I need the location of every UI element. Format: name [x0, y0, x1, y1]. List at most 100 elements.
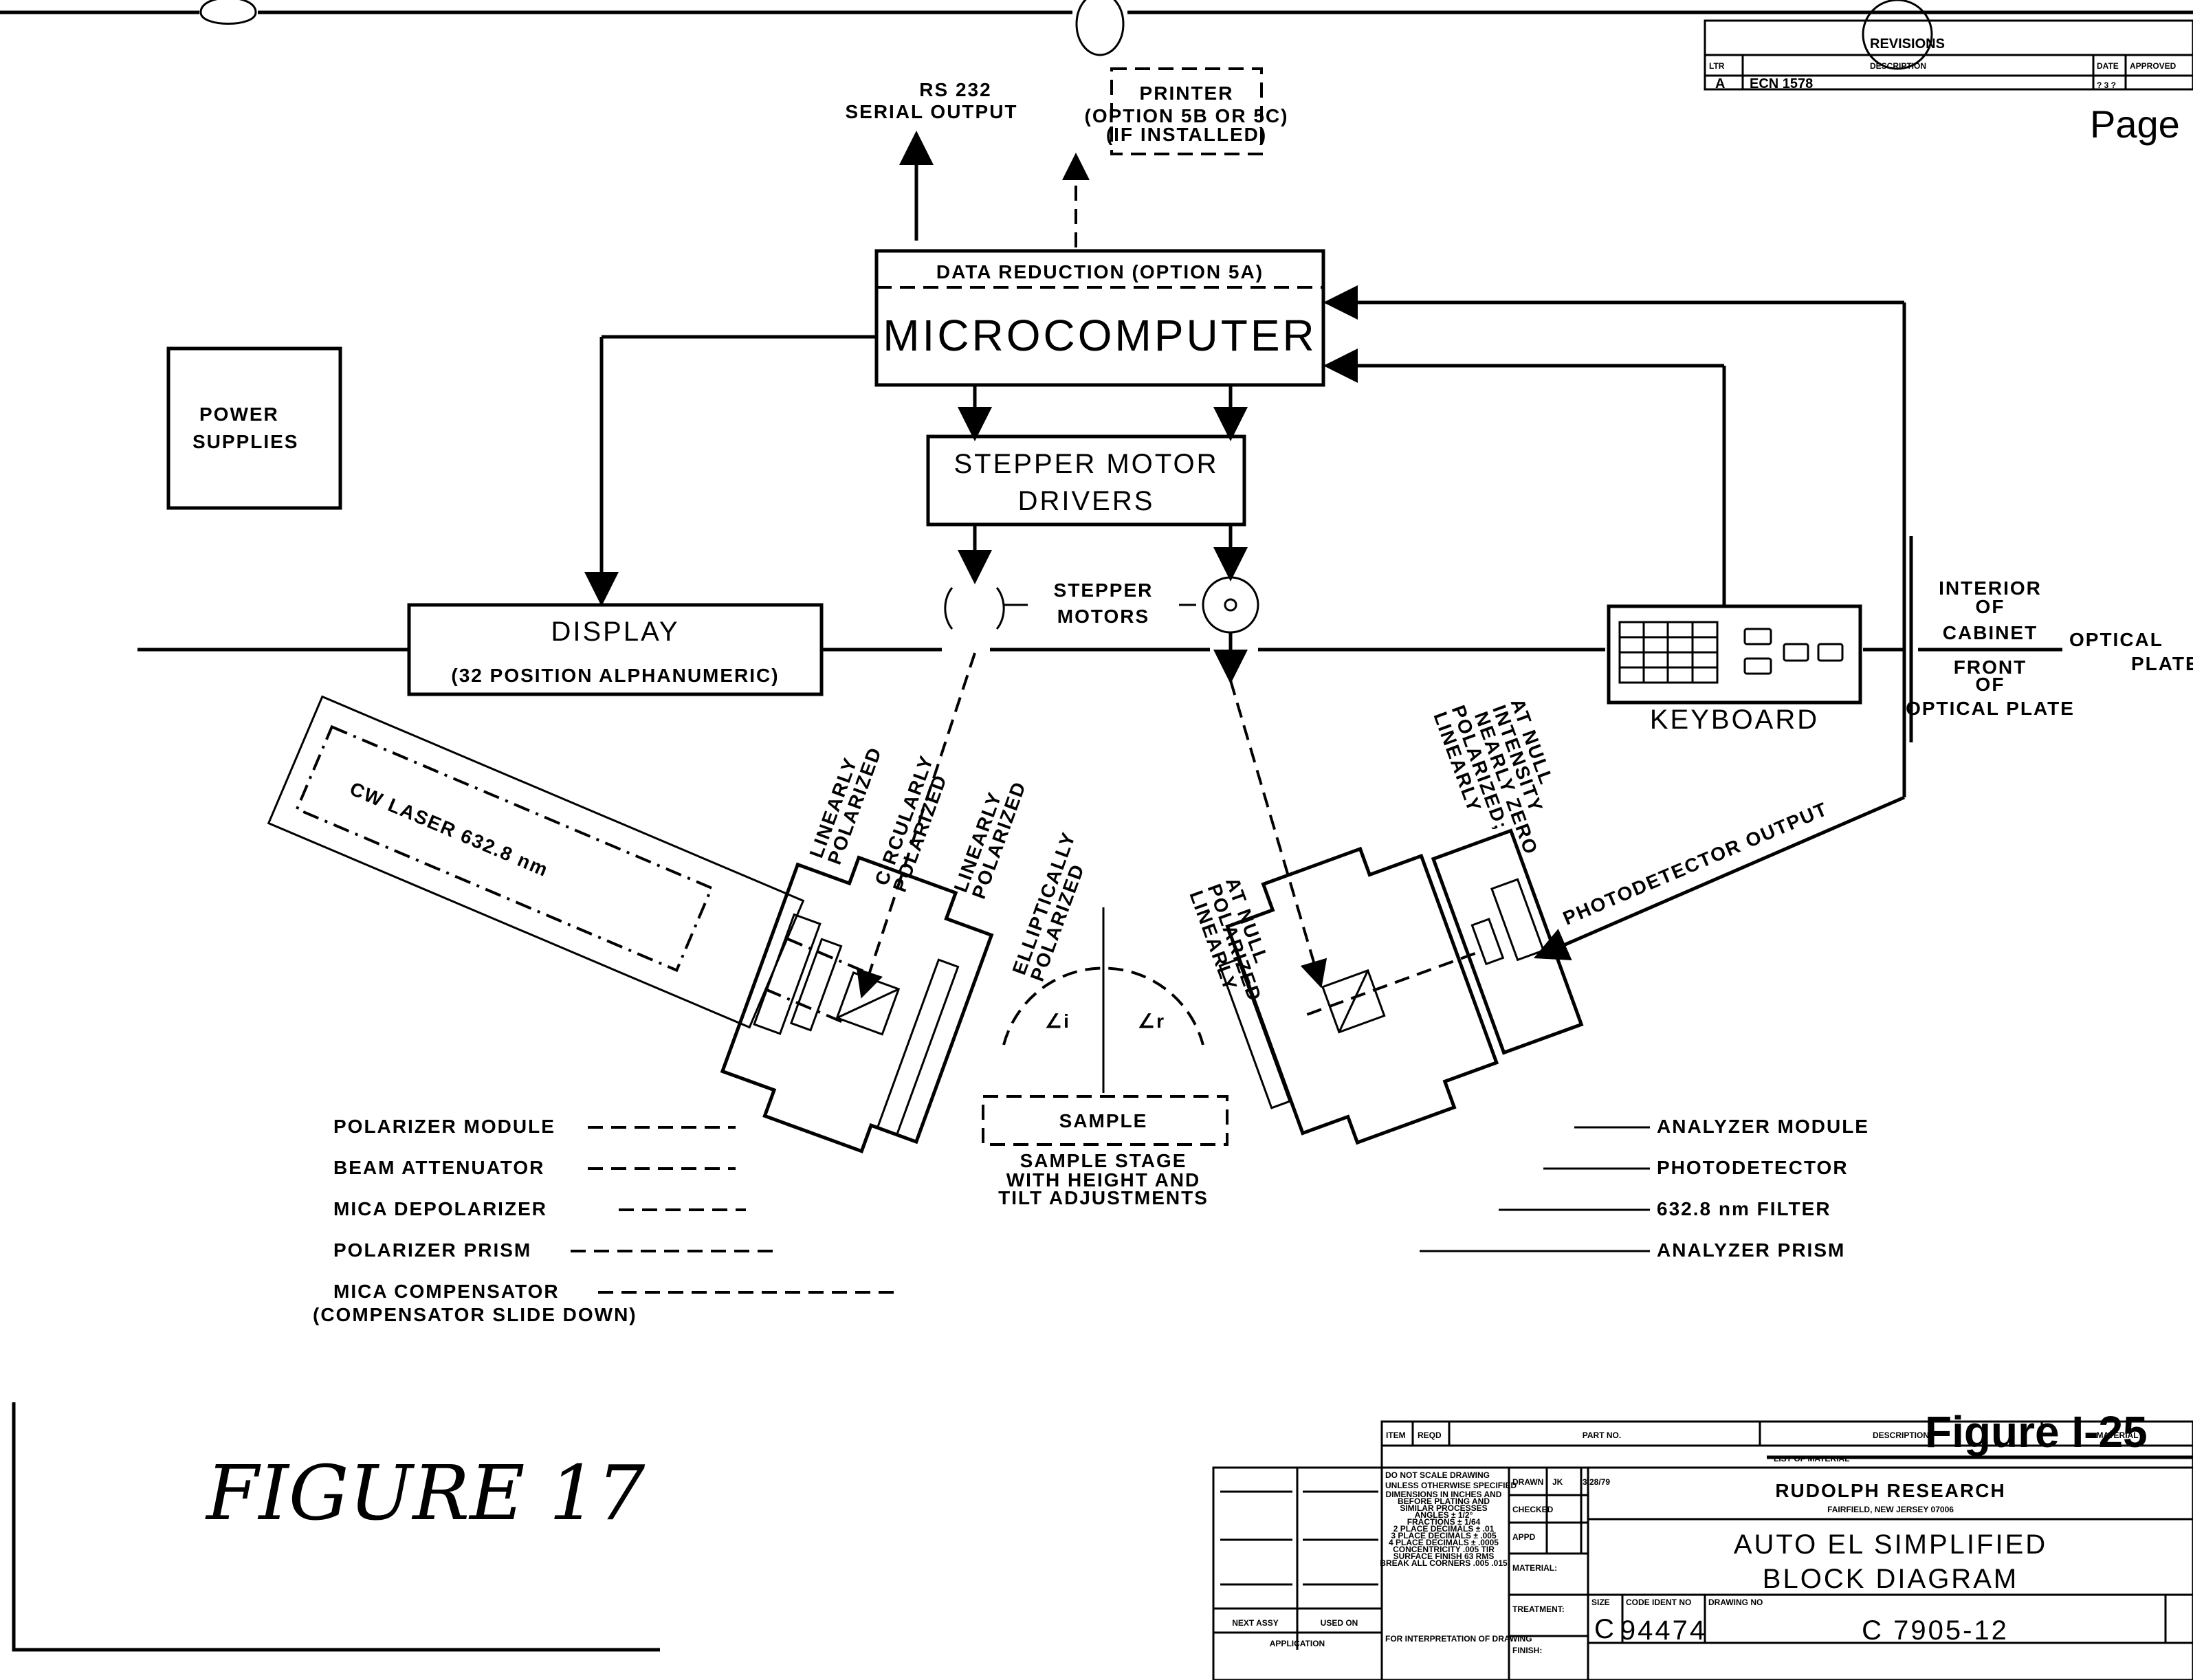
svg-text:FOR INTERPRETATION OF DRAWING: FOR INTERPRETATION OF DRAWING	[1385, 1634, 1532, 1644]
svg-text:OPTICAL PLATE: OPTICAL PLATE	[1906, 698, 2075, 719]
approved-label: APPD	[1512, 1532, 1536, 1542]
rev-header-date: DATE	[2097, 61, 2119, 71]
key-icon	[1783, 643, 1809, 662]
polarizer-module	[720, 855, 994, 1153]
svg-text:PRINTER: PRINTER	[1140, 82, 1234, 104]
filter-icon	[1470, 918, 1505, 966]
photodetector-icon	[1490, 878, 1545, 962]
printer-block: PRINTER (OPTION 5B OR 5C) (IF INSTALLED)	[1085, 67, 1289, 155]
size-value: C	[1594, 1614, 1616, 1644]
svg-text:SIMILAR PROCESSES: SIMILAR PROCESSES	[1400, 1503, 1487, 1513]
svg-text:UNLESS OTHERWISE SPECIFIED: UNLESS OTHERWISE SPECIFIED	[1385, 1481, 1517, 1490]
punch-hole-center	[1075, 0, 1125, 56]
svg-text:OF: OF	[1976, 674, 2005, 695]
bom-header-material: MATERIAL	[2096, 1430, 2138, 1440]
beam-dashed-left	[857, 652, 976, 999]
cabinet-labels: INTERIOR OF CABINET FRONT OF OPTICAL PLA…	[1906, 577, 2193, 719]
rev-row-date: ? 3 ?	[2097, 80, 2116, 90]
callout-filter: 632.8 nm FILTER	[1657, 1198, 1831, 1219]
svg-text:(32 POSITION ALPHANUMERIC): (32 POSITION ALPHANUMERIC)	[451, 665, 779, 686]
tolerance-note: DO NOT SCALE DRAWING UNLESS OTHERWISE SP…	[1380, 1470, 1532, 1644]
key-icon	[1817, 643, 1844, 662]
angle-incidence-label: ∠i	[1045, 1010, 1070, 1032]
optical-plate-line	[137, 536, 2062, 742]
keyboard-label: KEYBOARD	[1650, 705, 1819, 735]
svg-text:CABINET: CABINET	[1943, 622, 2038, 643]
photodetector-output-line	[1533, 795, 1905, 961]
rev-header-ltr: LTR	[1709, 61, 1725, 71]
svg-text:OPTICAL: OPTICAL	[2069, 629, 2163, 650]
svg-text:FRACTIONS ± 1/64: FRACTIONS ± 1/64	[1407, 1517, 1481, 1527]
drawn-by: JK	[1552, 1477, 1563, 1487]
beam-state-linear-1: LINEARLY POLARIZED	[806, 744, 886, 867]
code-ident-label: CODE IDENT NO	[1626, 1598, 1691, 1607]
left-callouts: POLARIZER MODULE BEAM ATTENUATOR MICA DE…	[313, 1116, 897, 1325]
callout-analyzer-prism: ANALYZER PRISM	[1657, 1239, 1845, 1261]
svg-text:WITH HEIGHT AND: WITH HEIGHT AND	[1006, 1169, 1201, 1191]
svg-text:SERIAL OUTPUT: SERIAL OUTPUT	[845, 101, 1017, 122]
svg-text:DISPLAY: DISPLAY	[551, 617, 680, 647]
drawing-no-value: C 7905-12	[1862, 1615, 2009, 1646]
svg-text:SAMPLE STAGE: SAMPLE STAGE	[1020, 1150, 1187, 1171]
svg-text:INTERIOR: INTERIOR	[1939, 577, 2042, 599]
code-ident-value: 94474	[1620, 1615, 1707, 1646]
finish-label: FINISH:	[1512, 1646, 1542, 1655]
callout-mica-depolarizer: MICA DEPOLARIZER	[333, 1198, 547, 1219]
drawing-title-line2: BLOCK DIAGRAM	[1763, 1564, 2018, 1594]
beam-state-elliptical: ELLIPTICALLY POLARIZED	[1009, 829, 1089, 984]
display-block: DISPLAY (32 POSITION ALPHANUMERIC)	[407, 603, 824, 696]
callout-polarizer-prism: POLARIZER PRISM	[333, 1239, 531, 1261]
figure-label: Figure I-25	[1925, 1407, 2148, 1457]
svg-text:(OPTION 5B OR 5C): (OPTION 5B OR 5C)	[1085, 105, 1289, 126]
svg-text:POWER: POWER	[199, 404, 279, 425]
svg-text:FRONT: FRONT	[1954, 656, 2027, 678]
svg-text:4 PLACE DECIMALS ± .0005: 4 PLACE DECIMALS ± .0005	[1389, 1538, 1499, 1547]
angle-reflection-label: ∠r	[1138, 1010, 1165, 1032]
drawn-date: 3/28/79	[1583, 1477, 1610, 1487]
power-supplies-block: POWER SUPPLIES	[166, 346, 342, 510]
rev-row-ltr: A	[1715, 76, 1725, 91]
beam-attenuator	[753, 913, 822, 1035]
analyzer-module	[1218, 828, 1584, 1145]
material-label: MATERIAL:	[1512, 1563, 1557, 1573]
rev-header-approved: APPROVED	[2130, 61, 2177, 71]
treatment-label: TREATMENT:	[1512, 1604, 1565, 1614]
callout-beam-attenuator: BEAM ATTENUATOR	[333, 1157, 544, 1178]
callout-photodetector: PHOTODETECTOR	[1657, 1157, 1849, 1178]
size-label: SIZE	[1591, 1598, 1610, 1607]
laser-assembly: CW LASER 632.8 nm	[267, 695, 864, 1029]
svg-text:CONCENTRICITY .005 TIR: CONCENTRICITY .005 TIR	[1393, 1545, 1495, 1554]
svg-text:BREAK ALL CORNERS .005 .015: BREAK ALL CORNERS .005 .015	[1380, 1558, 1508, 1568]
stepper-drivers-block: STEPPER MOTOR DRIVERS	[926, 434, 1246, 527]
page-label: Page I	[2090, 102, 2193, 146]
bom-header-reqd: REQD	[1418, 1430, 1442, 1440]
rs232-output-label: RS 232 SERIAL OUTPUT	[845, 79, 1017, 122]
drawing-title-line1: AUTO EL SIMPLIFIED	[1734, 1529, 2047, 1560]
punch-hole-right	[1862, 0, 1933, 70]
svg-text:(IF INSTALLED): (IF INSTALLED)	[1106, 124, 1267, 145]
svg-text:TILT ADJUSTMENTS: TILT ADJUSTMENTS	[998, 1187, 1209, 1208]
callout-mica-compensator: MICA COMPENSATOR	[333, 1281, 560, 1302]
beam-state-linear-2: LINEARLY POLARIZED	[950, 778, 1031, 902]
svg-text:STEPPER MOTOR: STEPPER MOTOR	[954, 449, 1219, 479]
svg-text:PLATE: PLATE	[2131, 653, 2193, 674]
svg-text:OF: OF	[1976, 596, 2005, 617]
beam-dashed-right	[1229, 680, 1327, 988]
svg-text:2 PLACE DECIMALS ± .01: 2 PLACE DECIMALS ± .01	[1393, 1524, 1495, 1534]
right-callouts: ANALYZER MODULE PHOTODETECTOR 632.8 nm F…	[1420, 1116, 1868, 1261]
microcomputer-label: MICROCOMPUTER	[883, 311, 1317, 360]
keypad-icon	[1618, 621, 1719, 684]
svg-text:SUPPLIES: SUPPLIES	[192, 431, 298, 452]
bom-header-description: DESCRIPTION	[1873, 1430, 1929, 1440]
key-icon	[1743, 628, 1772, 645]
application-label: APPLICATION	[1270, 1639, 1325, 1648]
svg-text:MOTORS: MOTORS	[1057, 606, 1149, 627]
analyzer-prism-icon	[1321, 969, 1386, 1034]
drawing-no-label: DRAWING NO	[1708, 1598, 1763, 1607]
punch-hole-left	[199, 0, 257, 25]
handwritten-figure-label: FIGURE 17	[205, 1449, 645, 1537]
svg-text:BEFORE PLATING AND: BEFORE PLATING AND	[1398, 1496, 1490, 1506]
svg-text:3 PLACE DECIMALS ± .005: 3 PLACE DECIMALS ± .005	[1391, 1531, 1497, 1540]
